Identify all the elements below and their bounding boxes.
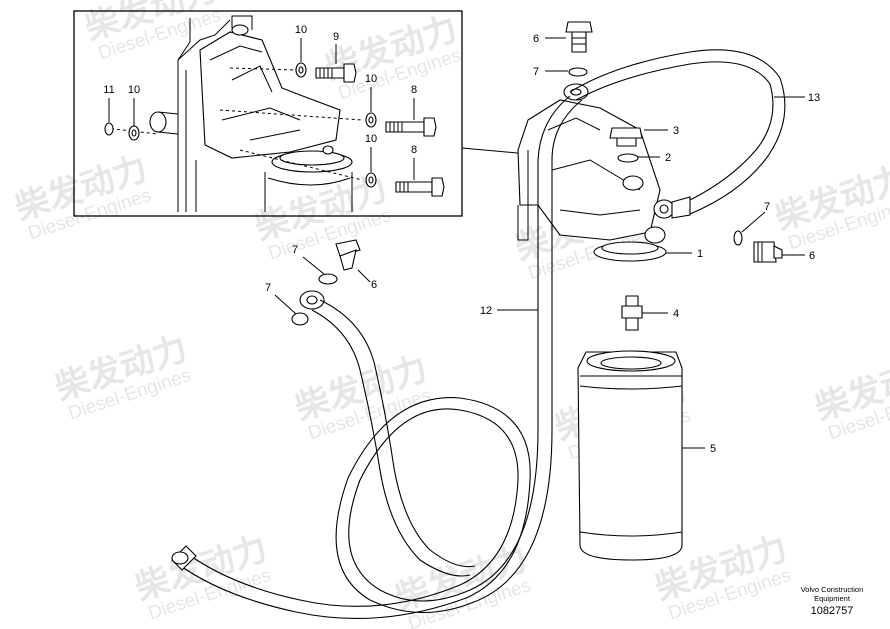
filter-head-seal-1: [593, 241, 667, 262]
banjo-fitting-left: [299, 290, 325, 310]
plug-3: [609, 127, 643, 147]
washer-10-upper: [295, 62, 307, 78]
banjo-bolt-6-right: [753, 241, 783, 263]
washer-10-mid: [365, 112, 377, 128]
callout-c10a: 10: [295, 24, 307, 36]
banjo-fitting-right: [653, 196, 691, 219]
callout-c6a: 6: [533, 33, 539, 45]
callout-c1: 1: [697, 248, 703, 260]
callout-c7a: 7: [533, 66, 539, 78]
washer-7-top: [568, 67, 588, 77]
callout-c10d: 10: [365, 133, 377, 145]
washer-7-right: [733, 230, 743, 246]
drawing-number: 1082757: [811, 605, 854, 617]
callout-c8b: 8: [411, 144, 417, 156]
callout-c10c: 10: [365, 73, 377, 85]
bolt-8-upper: [385, 117, 437, 137]
oil-filter-5: [577, 350, 683, 561]
bolt-9: [315, 63, 357, 83]
callout-c3: 3: [673, 125, 679, 137]
leader-lines: [108, 37, 805, 449]
washer-10-lower: [365, 172, 377, 188]
callout-c7c: 7: [292, 244, 298, 256]
washer-7-left-lower: [291, 312, 309, 326]
banjo-bolt-6-left: [335, 239, 361, 271]
banjo-bolt-6-top: [565, 21, 593, 53]
callout-c13: 13: [808, 92, 820, 104]
nut-11: [104, 122, 114, 136]
nipple-4: [621, 295, 643, 331]
hose-12: [177, 95, 583, 620]
callout-c5: 5: [710, 443, 716, 455]
callout-c2: 2: [665, 152, 671, 164]
washer-10-left: [128, 125, 140, 141]
footer-company-line1: Volvo Construction: [801, 585, 864, 594]
callout-c11: 11: [103, 84, 114, 96]
inset-bracket-detail: [104, 15, 445, 212]
o-ring-2: [617, 153, 639, 163]
callout-c4: 4: [673, 308, 679, 320]
callout-c6c: 6: [371, 279, 377, 291]
callout-c8a: 8: [411, 84, 417, 96]
callout-c12: 12: [480, 305, 492, 317]
bolt-8-lower: [395, 177, 445, 197]
detail-inset-frame: [73, 10, 463, 217]
callout-labels: 10 9 11 10 10 8 10 8 6 7 13 3 2 7 1 6 7 6 7 12 4 5: [103, 24, 820, 455]
hose-end-fitting-bottom: [171, 545, 197, 571]
callout-c7d: 7: [265, 282, 271, 294]
washer-7-left-upper: [318, 273, 338, 285]
callout-c10b: 10: [128, 84, 140, 96]
footer-company-line2: Equipment: [814, 594, 851, 603]
callout-c9: 9: [333, 31, 339, 43]
callout-c6b: 6: [809, 250, 815, 262]
hose-13: [569, 49, 786, 215]
callout-c7b: 7: [764, 201, 770, 213]
